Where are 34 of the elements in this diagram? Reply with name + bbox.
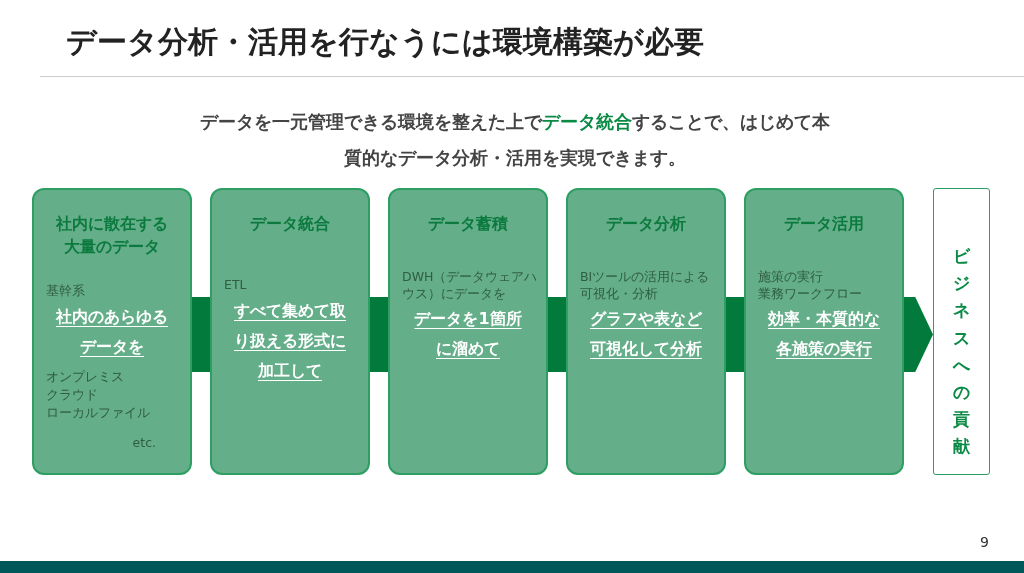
faded-note: オンプレミス xyxy=(46,368,125,385)
faded-note: 業務ワークフロー xyxy=(758,285,863,302)
highlight-text: 社内のあらゆるデータを xyxy=(56,307,168,356)
card-heading: データ活用 xyxy=(783,213,865,235)
flow-band xyxy=(370,297,388,372)
page-number: 9 xyxy=(980,534,989,550)
highlight-text: データを1箇所に溜めて xyxy=(414,309,522,358)
process-card xyxy=(32,188,192,475)
highlight-text: すべて集めて取り扱える形式に加工して xyxy=(234,301,346,380)
flow-arrow xyxy=(904,296,933,373)
process-card xyxy=(744,188,904,475)
faded-note: 基幹系 xyxy=(46,282,86,299)
vertical-label: ビジネスへの貢献 xyxy=(953,245,970,459)
flow-band xyxy=(726,297,744,372)
faded-note: ローカルファイル xyxy=(46,404,151,421)
card-heading: 社内に散在する大量のデータ xyxy=(55,213,169,258)
highlight-text: 効率・本質的な各施策の実行 xyxy=(768,309,880,358)
process-card xyxy=(210,188,370,475)
faded-note: DWH（データウェアハウス）にデータを xyxy=(402,268,539,302)
faded-note: 施策の実行 xyxy=(758,268,824,285)
result-box xyxy=(933,188,990,475)
slide-title: データ分析・活用を行なうには環境構築が必要 xyxy=(66,23,704,61)
faded-note: クラウド xyxy=(46,386,99,403)
faded-note: BIツールの活用による可視化・分析 xyxy=(580,268,711,302)
highlight-text: グラフや表など可視化して分析 xyxy=(590,309,702,358)
card-heading: データ蓄積 xyxy=(427,213,509,235)
faded-note: etc. xyxy=(131,434,156,451)
card-heading: データ統合 xyxy=(249,213,331,235)
faded-note: ETL xyxy=(224,276,248,293)
card-heading: データ分析 xyxy=(605,213,687,235)
process-card xyxy=(388,188,548,475)
process-card xyxy=(566,188,726,475)
subtitle-text: データを一元管理できる環境を整えた上でデータ統合することで、はじめて本質的なデータ分析・活用を実現できます。 xyxy=(200,110,830,170)
flow-band xyxy=(192,297,210,372)
